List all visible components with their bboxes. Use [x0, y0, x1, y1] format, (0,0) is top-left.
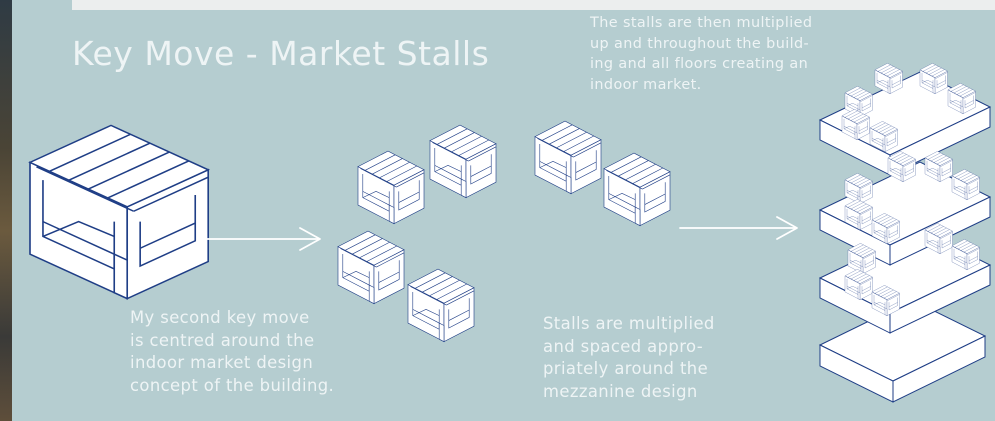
top-white-strip	[72, 0, 995, 10]
caption-line: The stalls are then multiplied	[590, 15, 813, 31]
single-stall-illustration	[29, 124, 210, 300]
caption-line: My second key move	[130, 308, 310, 327]
stall	[603, 152, 671, 226]
caption-middle: Stalls are multiplied and spaced appro- …	[543, 313, 753, 403]
stall	[874, 63, 903, 94]
page-title: Key Move - Market Stalls	[72, 34, 490, 73]
stall	[429, 124, 497, 198]
caption-line: is centred around the	[130, 330, 315, 350]
stall	[407, 268, 475, 342]
caption-line: and spaced appro-	[543, 336, 704, 356]
caption-top-right: The stalls are then multiplied up and th…	[590, 13, 860, 95]
caption-left: My second key move is centred around the…	[130, 307, 350, 397]
stall	[534, 120, 602, 194]
stall	[337, 230, 405, 304]
caption-line: priately around the	[543, 359, 709, 378]
stacked-floors-illustration	[818, 63, 992, 403]
left-edge-photo-strip	[0, 0, 12, 421]
stall	[357, 150, 425, 224]
caption-line: up and throughout the build-	[590, 35, 810, 52]
caption-line: ing and all floors creating an	[590, 56, 809, 72]
caption-line: indoor market.	[590, 76, 702, 93]
caption-line: indoor market design	[130, 353, 314, 372]
multiplied-stalls-group	[337, 120, 671, 342]
arrow-1	[205, 227, 321, 251]
caption-line: concept of the building.	[130, 375, 335, 395]
arrow-2	[679, 216, 798, 240]
caption-line: mezzanine design	[543, 381, 698, 401]
caption-line: Stalls are multiplied	[543, 314, 715, 333]
